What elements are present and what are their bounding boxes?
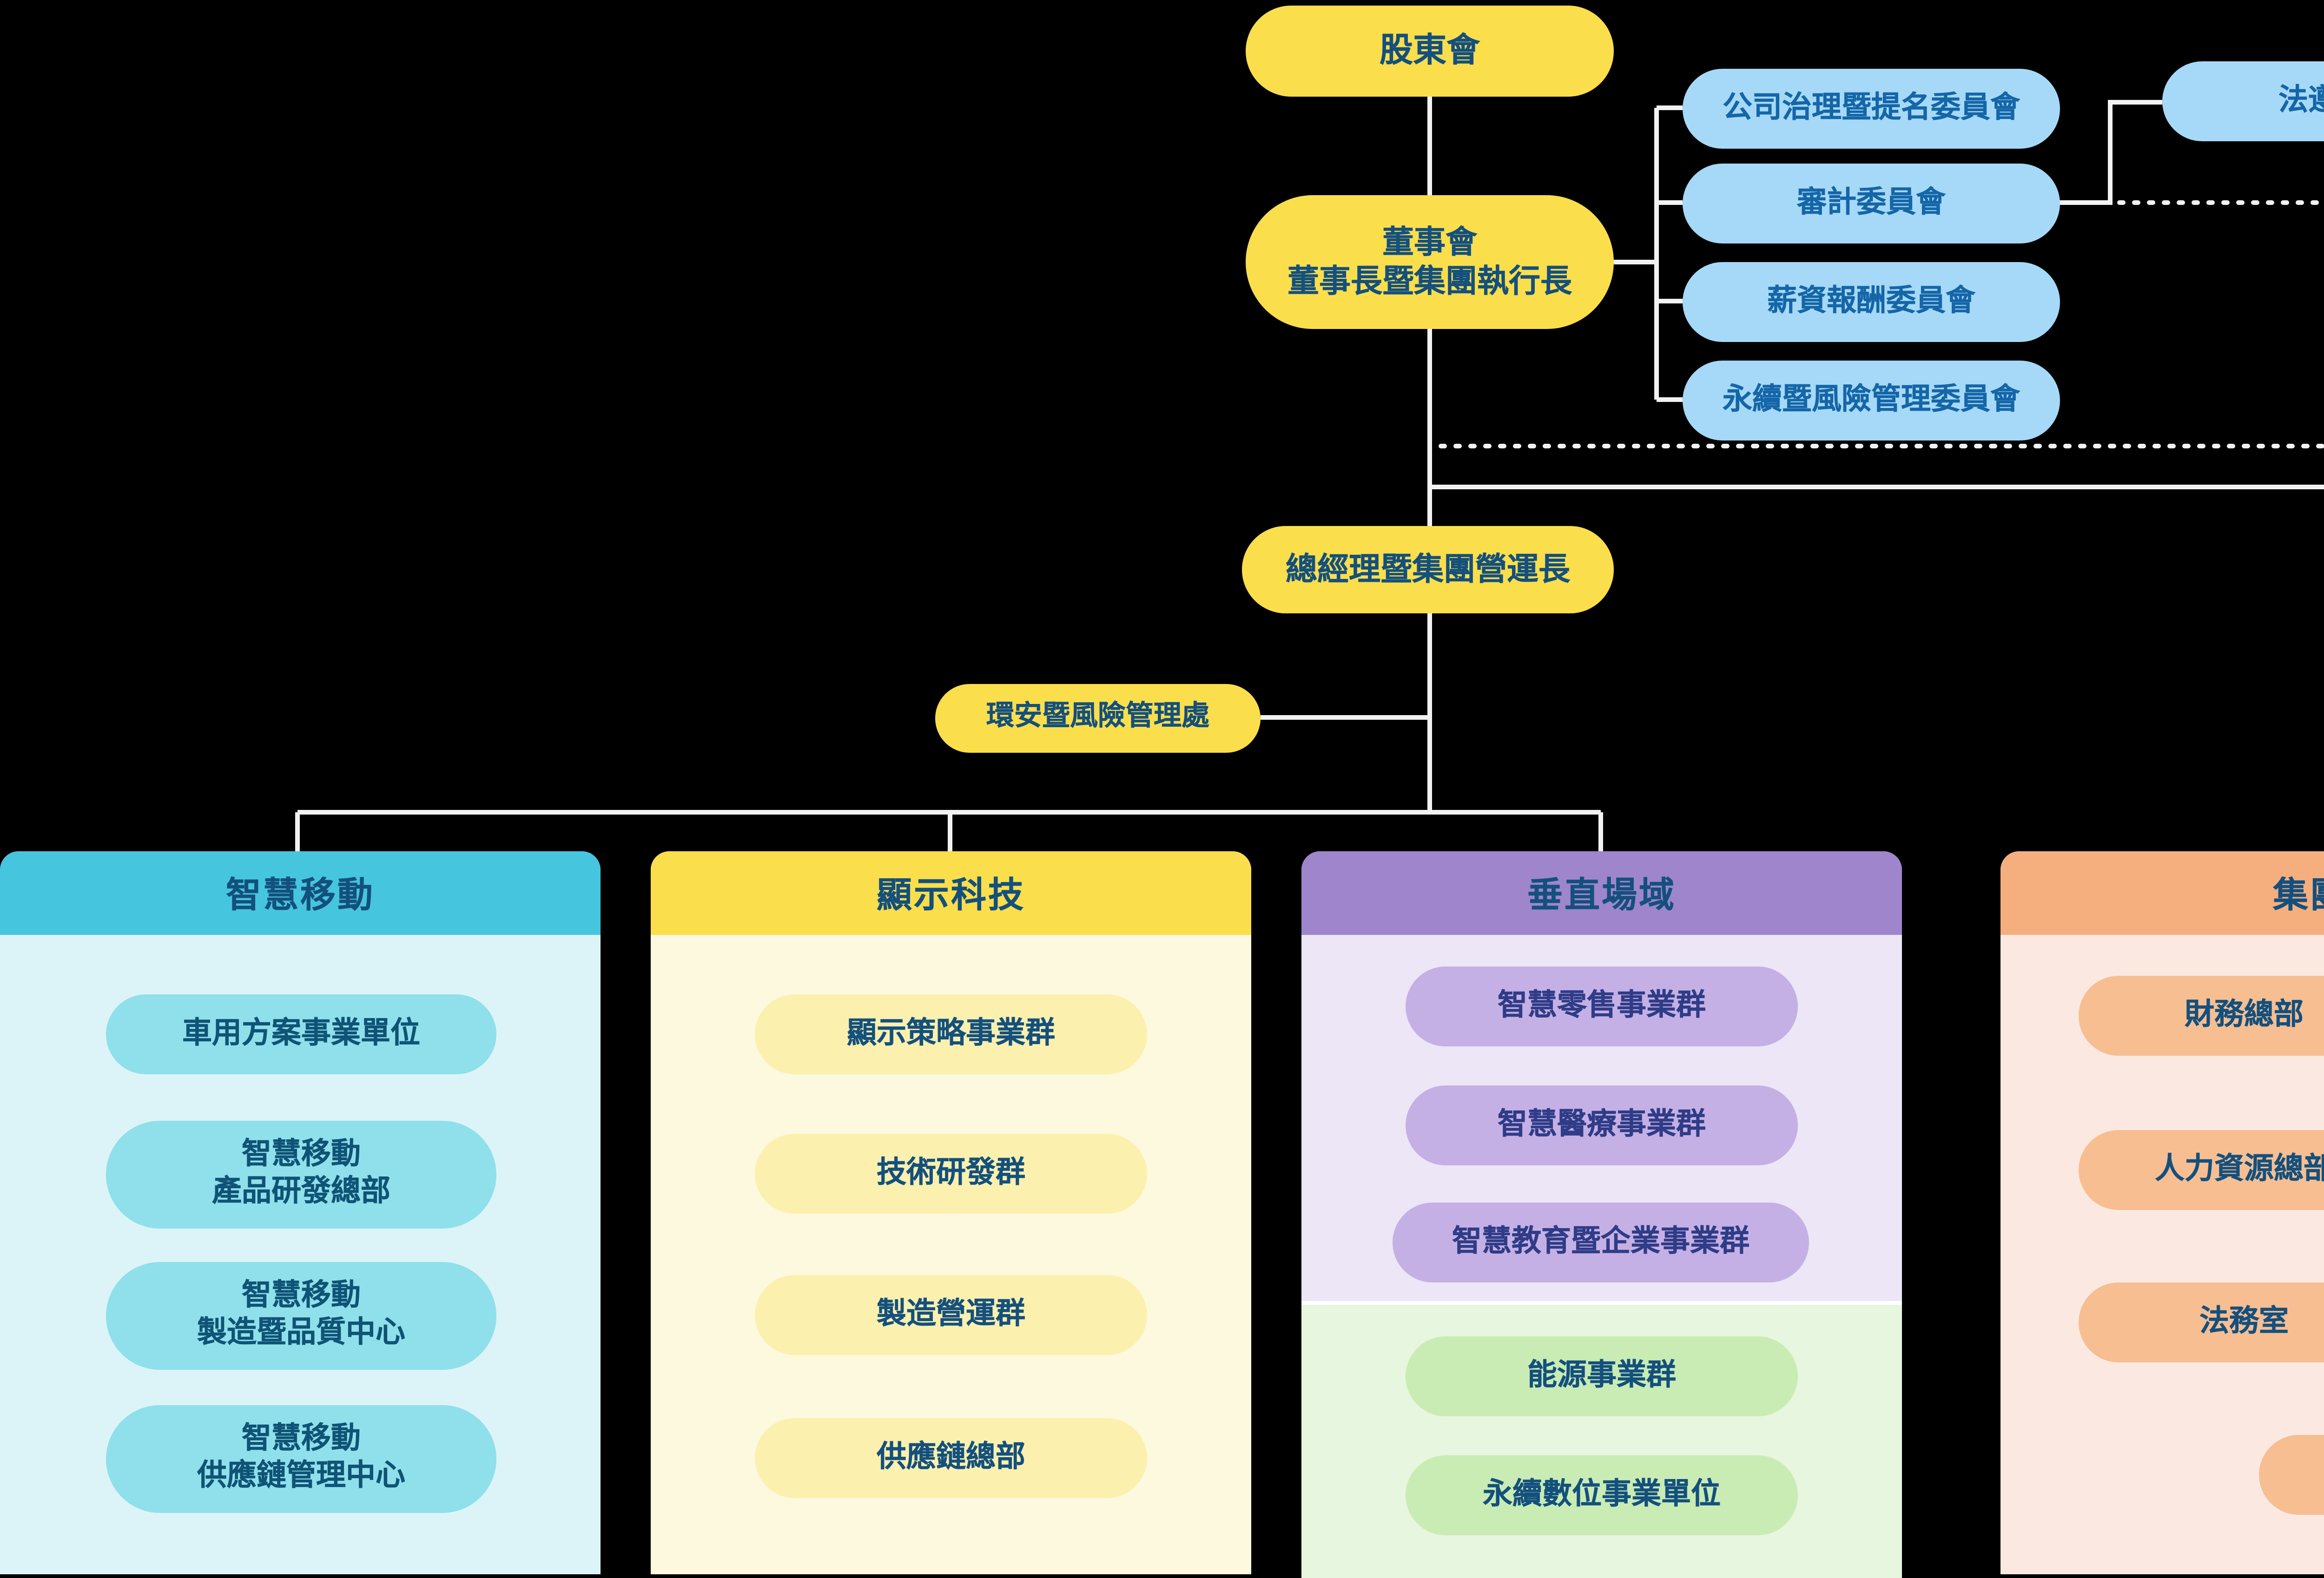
org-node: 技術研發群 <box>755 1134 1147 1214</box>
ehs-risk-office-node: 環安暨風險管理處 <box>935 684 1261 753</box>
compensation-committee-node: 薪資報酬委員會 <box>1683 262 2060 342</box>
org-node: 永續數位事業單位 <box>1406 1455 1798 1535</box>
vertical-domains-header: 垂直場域 <box>1301 851 1902 935</box>
org-node: 車用方案事業單位 <box>106 994 496 1074</box>
org-node: 能源事業群 <box>1406 1336 1798 1416</box>
org-node: 智慧移動 產品研發總部 <box>106 1121 496 1229</box>
org-node: 智慧醫療事業群 <box>1406 1085 1798 1165</box>
display-technology-header: 顯示科技 <box>651 851 1251 935</box>
audit-management-office-node: 稽核管理處 <box>2259 1435 2324 1515</box>
org-node: 智慧移動 製造暨品質中心 <box>106 1262 496 1370</box>
shareholders-meeting-node: 股東會 <box>1246 6 1614 97</box>
org-node: 人力資源總部 <box>2079 1130 2324 1210</box>
support-units-group: 集團營運支援單位 財務總部 數位技術發展總部 人力資源總部 永續發展總部 法務室… <box>2000 851 2324 1574</box>
org-node: 智慧移動 供應鏈管理中心 <box>106 1405 496 1513</box>
board-of-directors-node: 董事會 董事長暨集團執行長 <box>1246 195 1614 329</box>
org-node: 智慧零售事業群 <box>1406 967 1798 1046</box>
smart-mobility-header: 智慧移動 <box>0 851 601 935</box>
president-coo-node: 總經理暨集團營運長 <box>1242 526 1614 613</box>
support-units-header: 集團營運支援單位 <box>2000 851 2324 935</box>
org-node: 製造營運群 <box>755 1275 1147 1355</box>
org-node: 智慧教育暨企業事業群 <box>1393 1203 1809 1282</box>
org-node: 法務室 <box>2079 1282 2324 1362</box>
display-technology-group: 顯示科技 顯示策略事業群 技術研發群 製造營運群 供應鏈總部 <box>651 851 1251 1574</box>
audit-committee-node: 審計委員會 <box>1683 164 2060 243</box>
sustainability-risk-committee-node: 永續暨風險管理委員會 <box>1683 361 2060 441</box>
org-node: 供應鏈總部 <box>755 1418 1147 1498</box>
org-node: 財務總部 <box>2079 976 2324 1056</box>
smart-mobility-group: 智慧移動 車用方案事業單位 智慧移動 產品研發總部 智慧移動 製造暨品質中心 智… <box>0 851 601 1574</box>
chief-compliance-counsel-node: 法遵總顧問 <box>2162 61 2324 141</box>
governance-nomination-committee-node: 公司治理暨提名委員會 <box>1683 69 2060 149</box>
solid-connectors <box>295 97 2324 851</box>
org-node: 顯示策略事業群 <box>755 994 1147 1074</box>
vertical-domains-group: 垂直場域 智慧零售事業群 智慧醫療事業群 智慧教育暨企業事業群 能源事業群 永續… <box>1301 851 1902 1578</box>
